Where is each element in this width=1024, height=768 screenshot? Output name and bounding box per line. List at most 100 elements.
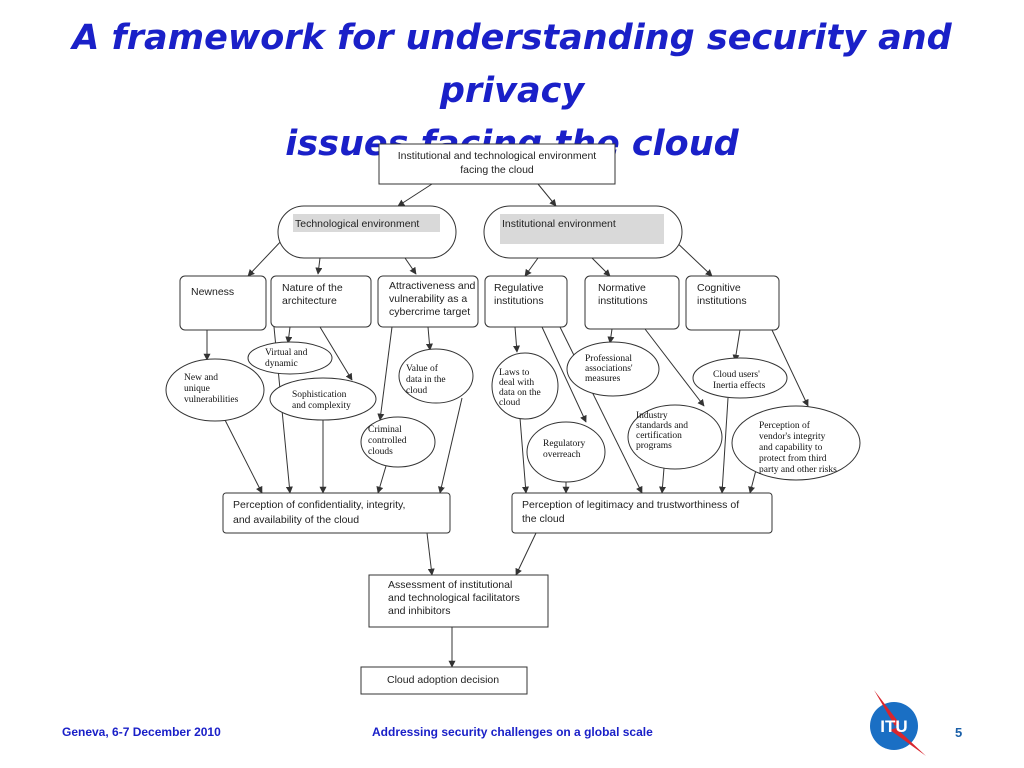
node-perception-cia (222, 492, 451, 534)
node-perception-vendor (731, 405, 861, 481)
node-tech-env-highlight (293, 214, 440, 232)
node-normative (584, 275, 680, 330)
label-tech-env: Technological environment (295, 218, 419, 230)
label-line: Newness (191, 286, 234, 298)
label-line: Perception of (759, 420, 811, 431)
node-new-vuln (165, 358, 265, 422)
label-line: and technological facilitators (388, 592, 520, 604)
label-line: architecture (282, 295, 337, 307)
label-line: Technological environment (295, 218, 419, 230)
label-line: associations' (585, 364, 633, 374)
label-line: Virtual and (265, 348, 308, 358)
node-sophistication (269, 377, 377, 421)
edge-value-cia (438, 397, 463, 494)
edge-root-inst (537, 183, 557, 207)
label-line: institutions (697, 295, 747, 307)
label-adoption: Cloud adoption decision (387, 674, 499, 686)
edge-tech-nature (315, 257, 323, 275)
label-line: and capability to (759, 443, 823, 453)
edge-laws-legit (519, 417, 529, 494)
edge-root-tech (397, 183, 433, 207)
label-line: clouds (368, 447, 393, 457)
edge-nature-sophistication (319, 326, 353, 381)
label-line: protect from third (759, 453, 827, 464)
label-line: Industry (636, 411, 668, 421)
edge-attract-value (425, 326, 433, 351)
diagram-labels: Institutional and technological environm… (184, 150, 837, 686)
label-line: Professional (585, 353, 632, 364)
node-attractiveness (377, 275, 479, 328)
label-perception-cia: Perception of confidentiality, integrity… (233, 499, 405, 526)
node-regulatory-overreach (526, 421, 606, 483)
node-laws (491, 352, 559, 420)
node-root (378, 143, 616, 185)
label-line: cloud (499, 398, 520, 408)
label-line: Inertia effects (713, 380, 766, 391)
edge-nature-virtual (285, 326, 293, 344)
edge-legit-assessment (515, 532, 537, 576)
node-cloud-users-inertia (692, 357, 788, 399)
label-line: institutions (494, 295, 544, 307)
label-line: vulnerability as a (389, 293, 467, 305)
label-line: Nature of the (282, 282, 343, 294)
label-line: party and other risks (759, 465, 837, 475)
label-line: Regulative (494, 282, 544, 294)
slide-title-line-1: A framework for understanding security a… (72, 18, 952, 111)
label-line: cybercrime target (389, 306, 470, 318)
diagram-nodes (165, 143, 861, 695)
label-line: dynamic (265, 359, 298, 369)
edge-cognitive-vendor (771, 329, 809, 407)
label-line: cloud (406, 386, 427, 396)
label-line: institutions (598, 295, 648, 307)
page-number: 5 (955, 725, 963, 740)
node-perception-legit (511, 492, 773, 534)
label-line: and availability of the cloud (233, 514, 359, 526)
label-cloud-users-inertia: Cloud users'Inertia effects (713, 370, 766, 391)
label-line: Perception of legitimacy and trustworthi… (522, 499, 739, 511)
label-line: programs (636, 441, 672, 451)
label-line: data on the (499, 388, 541, 398)
node-inst-env-highlight (500, 214, 664, 244)
node-prof-assoc (566, 341, 660, 397)
edge-regulative-laws (513, 326, 520, 353)
edge-users-legit (718, 397, 729, 494)
label-line: and inhibitors (388, 605, 450, 617)
label-line: Laws to (499, 368, 530, 378)
node-assessment (368, 574, 549, 628)
node-regulative (484, 275, 568, 328)
label-line: the cloud (522, 513, 565, 525)
label-line: data in the (406, 375, 446, 385)
node-value-data (398, 348, 474, 404)
label-newness: Newness (191, 286, 234, 298)
edge-cognitive-users (732, 329, 741, 362)
label-line: Institutional and technological environm… (398, 150, 597, 162)
footer-event-title: Addressing security challenges on a glob… (372, 725, 653, 739)
node-adoption (360, 666, 528, 695)
label-line: and complexity (292, 401, 351, 411)
label-line: vendor's integrity (759, 432, 826, 442)
label-line: Value of (406, 363, 439, 374)
label-line: facing the cloud (460, 164, 534, 176)
label-line: Regulatory (543, 439, 585, 449)
node-criminal-clouds (360, 416, 436, 468)
itu-logo: ITU (870, 690, 926, 756)
label-inst-env: Institutional environment (502, 218, 616, 230)
node-industry-standards (627, 404, 723, 470)
slide-title: A framework for understanding security a… (0, 12, 1024, 171)
label-line: unique (184, 384, 210, 394)
edge-inst-normative (591, 257, 611, 277)
node-cognitive (685, 275, 780, 331)
edge-tech-newness (247, 237, 285, 277)
label-line: New and (184, 373, 218, 383)
